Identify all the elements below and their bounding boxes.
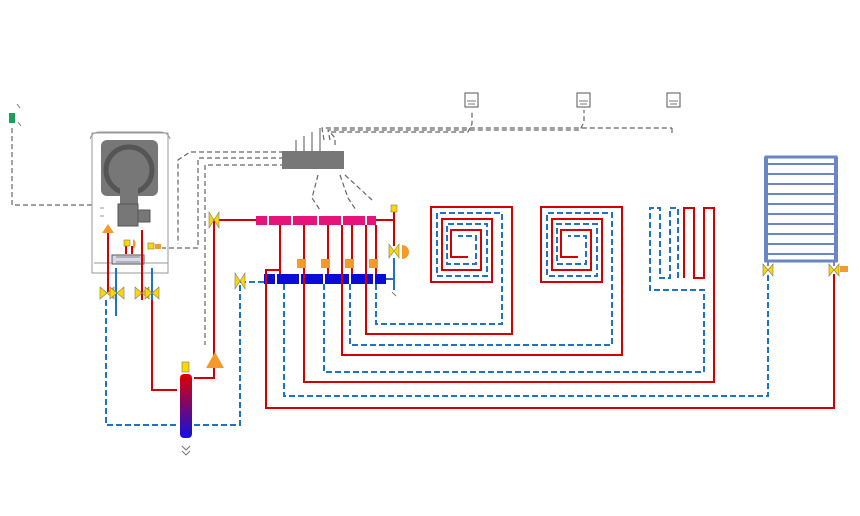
boiler-internal-fittings [102, 224, 161, 250]
serpentine-loop-icon [303, 207, 715, 383]
manifold-drops [279, 225, 377, 274]
actuator-icons [297, 259, 378, 268]
supply-manifold-icon [256, 204, 398, 225]
control-wiring [11, 110, 673, 345]
hydraulic-separator-icon [180, 361, 192, 456]
spiral-loop-icon [365, 206, 513, 335]
expansion-vessel-icon [388, 243, 409, 259]
pump-icon [206, 352, 224, 368]
wiring-center-icon [282, 128, 344, 169]
manifold-separators [267, 216, 375, 284]
outdoor-sensor-icon [9, 103, 22, 127]
thermostat-icon [666, 92, 681, 108]
secondary-valves [208, 210, 246, 291]
primary-piping [105, 219, 266, 426]
thermostat-icon [464, 92, 479, 108]
towel-radiator-icon [764, 155, 838, 266]
radiator-piping [265, 269, 835, 409]
thermostat-icon [576, 92, 591, 108]
boiler-icon [89, 131, 171, 274]
radiator-valves [762, 263, 848, 277]
spiral-loop-icon [341, 206, 623, 356]
boiler-connection-valves [99, 286, 160, 300]
